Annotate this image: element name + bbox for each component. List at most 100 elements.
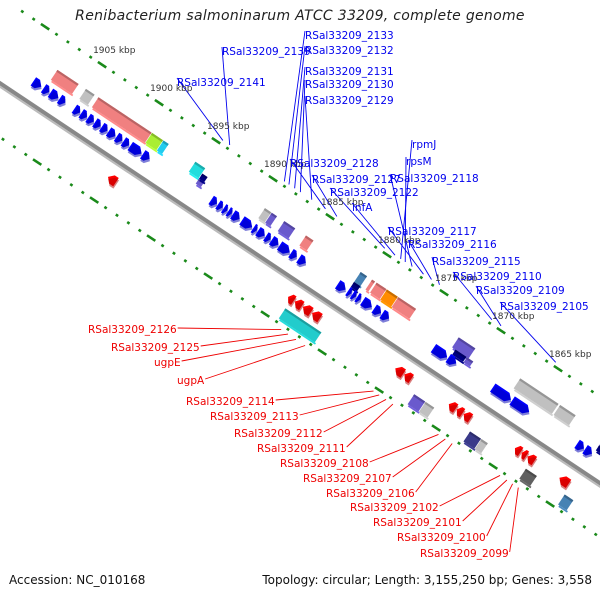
gene-feature-shadow <box>199 179 206 185</box>
gene-feature-top <box>465 357 474 364</box>
gene-feature-shadow <box>391 307 411 322</box>
leader-line-reverse <box>177 327 282 330</box>
cds-arrow-shadow <box>140 152 150 164</box>
ruler-dot <box>514 479 518 484</box>
gene-feature-top <box>162 140 169 146</box>
gene-label-forward: RSal33209_2127 <box>312 174 401 186</box>
cds-arrow-shadow <box>47 90 59 102</box>
gene-label-forward: RSal33209_2132 <box>305 45 394 57</box>
gene-feature-top <box>84 88 95 97</box>
cds-arrow-shadow <box>449 404 459 416</box>
cds-arrow-shadow <box>457 409 466 420</box>
ruler-dot <box>65 40 70 44</box>
ruler-tick-major <box>374 386 385 394</box>
ruler-dot <box>339 222 344 227</box>
ruler-tick-major <box>488 462 499 470</box>
ruler-dot <box>536 494 541 499</box>
cds-arrow-shadow <box>295 301 305 313</box>
gene-feature-top <box>359 271 368 279</box>
gene-feature-shadow <box>519 479 532 489</box>
gene-feature <box>50 69 79 94</box>
ruler-dot <box>168 108 173 113</box>
ruler-dot <box>305 199 310 204</box>
gene-feature-shadow <box>463 363 472 369</box>
ruler-dot <box>236 154 241 158</box>
cds-arrow-shadow <box>127 144 142 158</box>
ruler-dot <box>137 228 142 233</box>
cds-arrow-shadow <box>208 198 218 209</box>
gene-feature <box>91 97 152 143</box>
ruler-dot <box>23 152 28 157</box>
cds-arrow-shadow <box>574 442 585 453</box>
ruler-dot <box>502 471 507 476</box>
ruler-tick-major <box>89 196 100 204</box>
gene-label-reverse: RSal33209_2108 <box>280 458 369 470</box>
ruler-dot <box>194 266 199 271</box>
leader-line-forward <box>329 187 386 249</box>
gene-feature-top <box>194 161 206 171</box>
cds-arrow-shadow <box>215 202 224 213</box>
ruler-dot <box>1 137 5 142</box>
ruler-dot <box>365 380 370 385</box>
ruler-dot <box>248 161 253 166</box>
cds-arrow-shadow <box>120 139 130 150</box>
ruler-dot <box>373 245 378 249</box>
gene-feature-shadow <box>145 143 158 153</box>
ruler-tick-major <box>439 288 449 297</box>
cds-arrow-shadow <box>41 86 50 97</box>
gene-label-reverse: RSal33209_2101 <box>373 517 462 529</box>
gene-label-reverse: ugpA <box>177 375 205 387</box>
gene-label-forward: RSal33209_2130 <box>305 79 394 91</box>
gene-label-forward: RSal33209_2109 <box>476 285 565 297</box>
cds-arrow-shadow <box>239 218 253 232</box>
gene-feature-shadow <box>370 293 382 302</box>
cds-arrow-shadow <box>296 256 307 268</box>
ruler-dot <box>20 9 25 14</box>
cds-arrow-shadow <box>349 292 358 302</box>
gene-feature <box>553 404 576 426</box>
ruler-dot <box>544 359 549 363</box>
gene-label-forward: RSal33209_2139 <box>222 46 311 58</box>
ruler-dot <box>115 213 119 218</box>
leader-line-forward <box>176 77 224 141</box>
ruler-dot <box>240 297 245 301</box>
leader-line-forward <box>304 95 313 200</box>
gene-feature-shadow <box>279 319 317 345</box>
ruler-dot <box>229 289 233 294</box>
kbp-label: 1900 kbp <box>150 84 193 94</box>
gene-feature-shadow <box>265 223 272 229</box>
ruler-dot <box>77 47 82 52</box>
gene-label-reverse: RSal33209_2125 <box>111 342 200 354</box>
kbp-label: 1880 kbp <box>378 236 421 246</box>
ruler-dot <box>521 344 526 348</box>
gene-label-forward: RSal33209_2129 <box>305 95 394 107</box>
gene-label-forward: RSal33209_2116 <box>408 239 497 251</box>
gene-feature-shadow <box>407 405 420 414</box>
ruler-dot <box>293 192 298 196</box>
gene-feature-shadow <box>157 151 164 157</box>
ruler-dot <box>396 260 401 265</box>
ruler-dot <box>202 131 207 135</box>
ruler-dot <box>172 251 176 256</box>
ruler-dot <box>12 145 17 149</box>
cds-arrow-shadow <box>250 226 259 236</box>
ruler-dot <box>407 268 412 272</box>
ruler-dot <box>453 298 458 303</box>
cds-arrow-shadow <box>404 374 415 386</box>
feature-track <box>50 69 600 513</box>
gene-feature-shadow <box>553 415 571 428</box>
ruler-dot <box>217 281 222 286</box>
ruler-tick-major <box>146 234 157 242</box>
ruler-dot <box>457 441 461 446</box>
gene-label-forward: RSal33209_2105 <box>500 301 589 313</box>
ruler-dot <box>160 243 165 248</box>
gene-feature <box>463 357 474 367</box>
gene-feature-top <box>454 349 467 359</box>
gene-feature-shadow <box>51 80 74 97</box>
cds-arrow-shadow <box>509 398 530 416</box>
cds-arrow-shadow <box>255 229 265 240</box>
cds-arrow-shadow <box>430 346 448 361</box>
cds-arrow-shadow <box>360 299 373 311</box>
gene-label-reverse: RSal33209_2111 <box>257 443 346 455</box>
